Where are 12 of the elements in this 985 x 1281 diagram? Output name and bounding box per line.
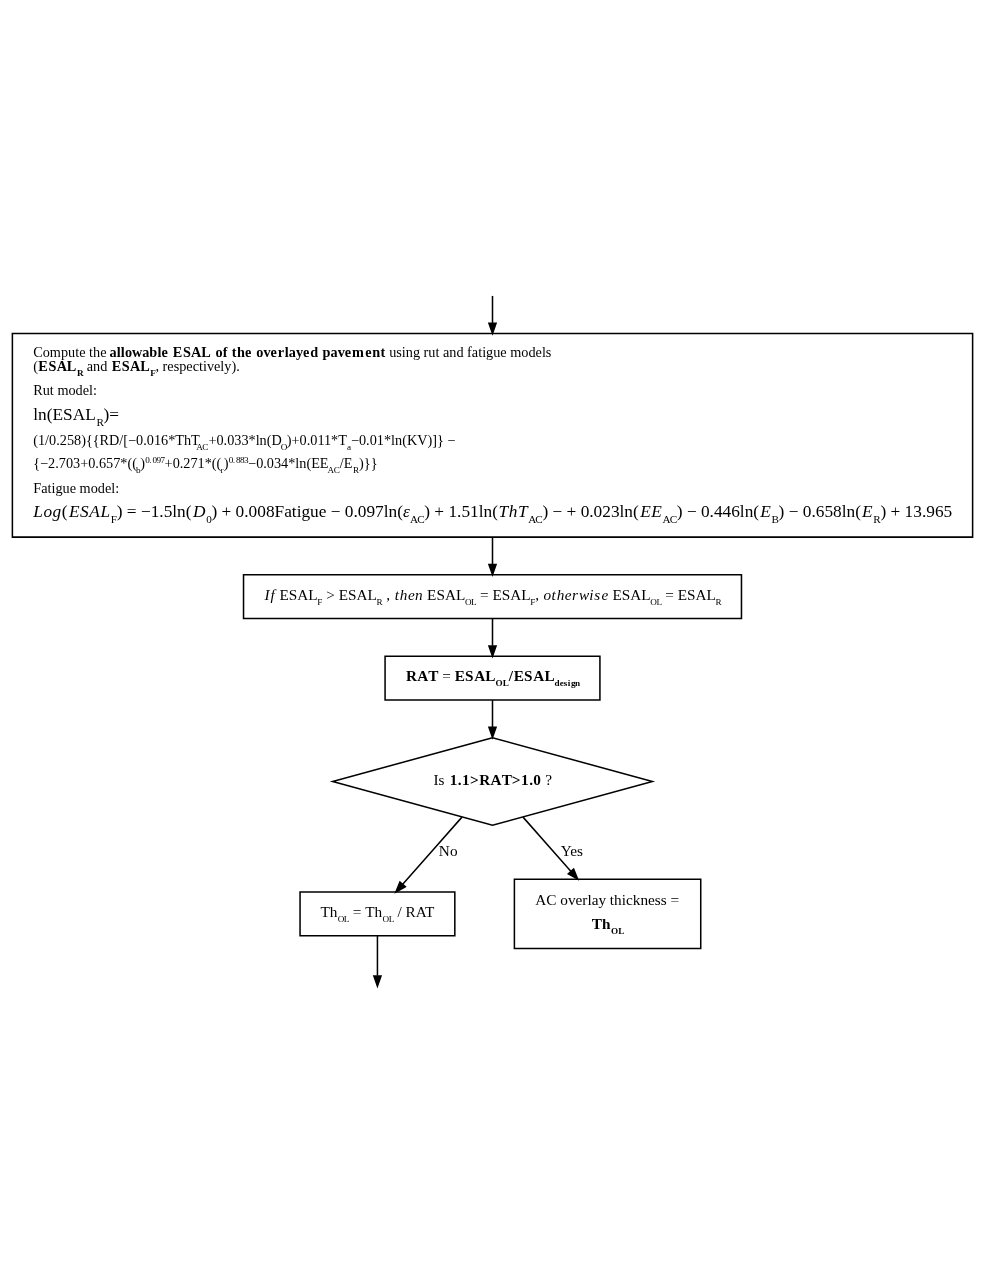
arrow bbox=[372, 934, 383, 988]
arrow bbox=[394, 815, 463, 894]
arrow bbox=[487, 536, 498, 577]
edge-label: No bbox=[438, 841, 458, 859]
edge-label: Yes bbox=[560, 841, 584, 859]
arrow bbox=[522, 815, 580, 881]
node-diamond: Is 1.1>RAT>1.0 ? bbox=[329, 736, 656, 826]
node-box: Th$_{O}$$_{L}$ = Th$_{O}$$_{L}$ / RAT bbox=[299, 890, 456, 937]
node-box: If ESAL$_{F}$ > ESAL$_{R}$ , then ESAL$_{O}$$_{L}$ = ESAL$_{F}$, otherwise ESAL$_{O}$$_{L}$ = ESAL$_{R}$ bbox=[242, 573, 743, 619]
arrow bbox=[487, 294, 498, 336]
arrow bbox=[487, 698, 498, 740]
arrow bbox=[487, 617, 498, 658]
